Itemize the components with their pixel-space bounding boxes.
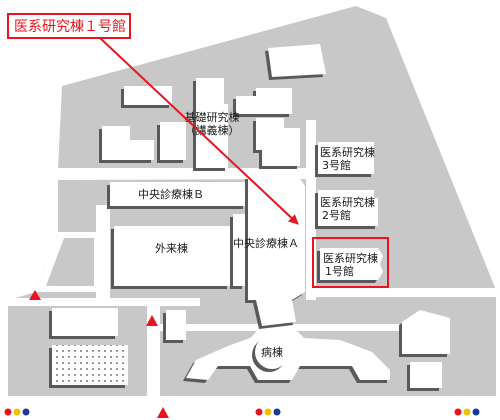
label-outpatient: 外来棟 bbox=[155, 241, 188, 255]
left-wedge-lot bbox=[46, 238, 94, 286]
sports-field bbox=[52, 345, 128, 385]
building-upper-left bbox=[102, 126, 154, 160]
dot-icon bbox=[255, 408, 263, 416]
label-ward: 病棟 bbox=[261, 345, 283, 359]
colored-dots-icon bbox=[454, 408, 480, 416]
dot-icon bbox=[4, 408, 12, 416]
building-basic-research bbox=[196, 78, 228, 168]
callout-box bbox=[7, 13, 131, 39]
label-medical-research-1-name: 医系研究棟 bbox=[323, 251, 378, 265]
label-central-clinic-b: 中央診療棟Ｂ bbox=[138, 187, 204, 201]
building-upper-left-2 bbox=[160, 122, 186, 160]
label-medical-research-3-name: 医系研究棟 bbox=[320, 145, 375, 159]
dot-icon bbox=[22, 408, 30, 416]
callout-label: 医系研究棟１号館 bbox=[14, 18, 126, 35]
building-lower-left bbox=[52, 308, 118, 336]
red-triangle-icon bbox=[29, 290, 41, 300]
building-medical-research-2 bbox=[318, 190, 378, 226]
building-medical-research-3 bbox=[318, 142, 374, 174]
building-upper-right bbox=[256, 118, 300, 166]
building-lower-right bbox=[402, 310, 450, 354]
roads bbox=[8, 120, 496, 396]
building-central-clinic-a bbox=[248, 176, 305, 326]
building-lower-left-small bbox=[166, 310, 186, 340]
building-top-small bbox=[124, 86, 172, 105]
red-triangle-icon bbox=[157, 407, 169, 418]
building-connector bbox=[233, 214, 245, 286]
colored-dots-icon bbox=[255, 408, 281, 416]
label-medical-research-3-number: 3号館 bbox=[322, 158, 351, 172]
label-medical-research-2-name: 医系研究棟 bbox=[320, 195, 375, 209]
target-highlight-box bbox=[312, 237, 389, 288]
callout-arrow bbox=[99, 37, 299, 225]
building-labels: 基礎研究棟 （講義棟） 医系研究棟 3号館 医系研究棟 2号館 医系研究棟 1号… bbox=[138, 110, 378, 359]
entrance-markers bbox=[29, 290, 169, 418]
building-lower-right-2 bbox=[410, 362, 442, 388]
colored-dots-icon bbox=[4, 408, 30, 416]
building-central-clinic-b bbox=[110, 182, 246, 206]
road bbox=[147, 300, 160, 396]
dot-icon bbox=[13, 408, 21, 416]
building-outpatient bbox=[114, 226, 230, 286]
dot-icon bbox=[273, 408, 281, 416]
dot-icon bbox=[472, 408, 480, 416]
label-medical-research-1-number: 1号館 bbox=[325, 264, 354, 278]
label-medical-research-2-number: 2号館 bbox=[322, 208, 351, 222]
callout: 医系研究棟１号館 bbox=[7, 13, 131, 39]
label-basic-research-note: （講義棟） bbox=[185, 123, 240, 137]
building-medical-research-1 bbox=[320, 248, 383, 280]
label-basic-research-name: 基礎研究棟 bbox=[185, 110, 240, 124]
road bbox=[160, 324, 400, 331]
dot-icon bbox=[264, 408, 272, 416]
buildings bbox=[52, 44, 450, 388]
red-triangle-icon bbox=[146, 315, 158, 326]
dot-icon bbox=[463, 408, 471, 416]
road bbox=[306, 120, 316, 300]
dot-icon bbox=[454, 408, 462, 416]
building-top-middle bbox=[236, 88, 292, 114]
label-central-clinic-a: 中央診療棟Ａ bbox=[233, 236, 299, 250]
building-ward-dome bbox=[255, 335, 289, 369]
road bbox=[316, 288, 496, 297]
building-top-right bbox=[268, 44, 326, 77]
